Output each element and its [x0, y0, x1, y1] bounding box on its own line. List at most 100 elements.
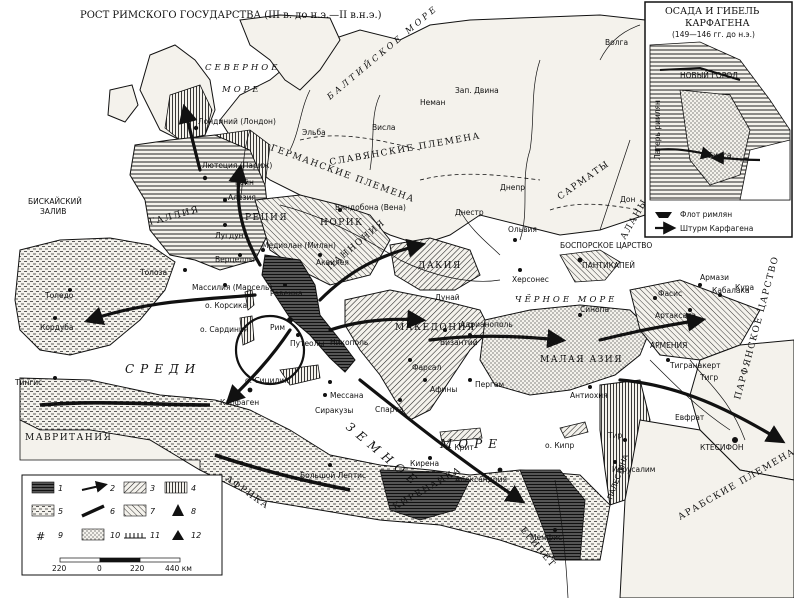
label-cyprus: о. Кипр: [545, 441, 574, 450]
label-tigranakert: Тигранакерт: [669, 361, 721, 370]
inset-wall: [659, 66, 741, 81]
legend-label-9: 9: [58, 531, 63, 540]
label-mediolanum: Медиолан (Милан): [262, 241, 336, 250]
label-river-dnieper: Днепр: [500, 183, 525, 192]
label-river-volga: Волга: [605, 38, 628, 47]
label-armazi: Армази: [700, 273, 729, 282]
tribal-boundaries: [299, 135, 641, 211]
arrow-to-dacia: [318, 238, 427, 302]
legend-label-8: 8: [191, 507, 196, 516]
label-athens: Афины: [430, 385, 457, 394]
arrow-to-parthia: [618, 378, 786, 444]
label-crete: о. Крит: [445, 443, 474, 452]
label-tolosa: Толоза: [139, 268, 167, 277]
label-corduba: Кордуба: [40, 323, 74, 332]
legend-label-6: 6: [110, 507, 115, 516]
label-north-sea-1: СЕВЕРНОЕ: [205, 63, 280, 73]
label-messana: Мессана: [330, 391, 363, 400]
label-puteoli: Путеолы: [290, 339, 324, 348]
river-dnieper: [519, 59, 541, 241]
region-asia-minor: [479, 304, 651, 396]
legend-label-5: 5: [58, 507, 63, 516]
inset-legend-fleet: Флот римлян: [680, 210, 732, 219]
region-germania-roman: [213, 129, 271, 187]
label-vercellae: Верцеллы: [215, 255, 255, 264]
label-mauretania: МАВРИТАНИЯ: [25, 433, 112, 443]
label-adrianopolis: Адрианополь: [460, 320, 513, 329]
label-lugdunum: Лугдун: [215, 231, 244, 240]
region-iberia: [14, 237, 176, 356]
legend: 1 2 3 4 5 6 7 8 # 9 10 11 12 220 0 220: [21, 474, 223, 576]
legend-label-1: 1: [58, 484, 63, 493]
legend-label-11: 11: [150, 531, 160, 540]
inset-carthage: ОСАДА И ГИБЕЛЬ КАРФАГЕНА (149—146 гг. до…: [644, 1, 793, 238]
river-danube: [279, 204, 501, 282]
arrow-to-egypt: [358, 378, 526, 504]
region-bosporus: [559, 249, 621, 283]
label-toletum: Толедо: [44, 291, 74, 300]
route-circle-sicily: [234, 314, 306, 386]
inset-legend-fleet-icon: [655, 212, 672, 218]
legend-icon-12: [172, 530, 184, 540]
label-roma: Рим: [270, 323, 285, 332]
label-memphis: Мемфис: [530, 533, 562, 542]
label-river-tigris: Тигр: [699, 373, 718, 382]
label-bosporus: БОСПОРСКОЕ ЦАРСТВО: [560, 241, 652, 250]
legend-label-7: 7: [150, 507, 156, 516]
inset-assault-arrow-2: [710, 151, 761, 165]
campaign-arrows: [83, 103, 786, 504]
region-mauretania: [19, 419, 201, 471]
label-artaxata: Артаксата: [655, 311, 696, 320]
label-leptis: Большой Лептис: [300, 471, 366, 480]
river-tigris: [689, 359, 746, 441]
arrow-to-iberia: [83, 293, 257, 326]
inset-title-2: КАРФАГЕНА: [685, 18, 751, 29]
arrow-to-britain: [178, 103, 202, 172]
river-vistula: [369, 94, 381, 171]
label-jerusalem: Иерусалим: [612, 465, 655, 474]
label-biscay-2: ЗАЛИВ: [40, 207, 66, 216]
label-noricum: НОРИК: [320, 218, 364, 228]
island-cyprus: [559, 421, 589, 439]
inset-legend-assault: Штурм Карфагена: [680, 224, 753, 233]
label-asia-minor: МАЛАЯ АЗИЯ: [540, 355, 623, 365]
cities: [53, 125, 738, 532]
region-egypt: [519, 469, 586, 561]
label-med-1: СРЕДИ: [125, 362, 201, 376]
inset-assault-arrow-1: [654, 146, 715, 160]
label-aquileia: Аквилея: [316, 258, 349, 267]
label-nikopolis: Никополь: [330, 338, 368, 347]
label-river-don: Дон: [620, 195, 635, 204]
label-black-sea: ЧЁРНОЕ МОРЕ: [515, 293, 617, 305]
label-north-sea-2: МОРЕ: [221, 85, 262, 95]
label-kabalaka: Кабалака: [712, 286, 750, 295]
inset-city: [679, 89, 751, 186]
label-londinium: Лондиний (Лондон): [198, 117, 276, 126]
label-armenia: АРМЕНИЯ: [650, 341, 687, 350]
label-pharsalus: Фарсал: [412, 363, 442, 372]
label-sardinia: о. Сардиния: [200, 325, 248, 334]
arrow-to-carthage: [225, 328, 292, 405]
inset-title-1: ОСАДА И ГИБЕЛЬ: [665, 6, 760, 17]
scale-label-1: 220: [52, 564, 67, 573]
island-crete: [439, 427, 483, 443]
land-arabia: [619, 419, 794, 598]
region-balkans-greece: [344, 289, 491, 421]
arrow-to-gallia: [228, 163, 262, 267]
label-phasis: Фасис: [658, 289, 682, 298]
label-river-dvina: Зап. Двина: [455, 86, 499, 95]
legend-icon-9: #: [36, 530, 45, 543]
arrow-to-armenia: [598, 312, 707, 342]
label-chersonesus: Херсонес: [512, 275, 549, 284]
inset-label-new-town: НОВЫЙ ГОРОД: [680, 71, 738, 80]
legend-label-3: 3: [150, 484, 155, 493]
label-massilia: Массилия (Марсель): [192, 283, 272, 292]
river-don: [599, 139, 631, 231]
label-alexandria: Александрия: [455, 475, 507, 484]
label-ravenna: Равенна: [270, 289, 303, 298]
label-river-rhine: Рейн: [235, 178, 254, 187]
label-macedonia: МАКЕДОНИЯ: [395, 323, 476, 333]
label-river-danube: Дунай: [435, 293, 460, 302]
label-carthage: Карфаген: [220, 398, 259, 407]
land-scandinavia: [239, 14, 341, 91]
